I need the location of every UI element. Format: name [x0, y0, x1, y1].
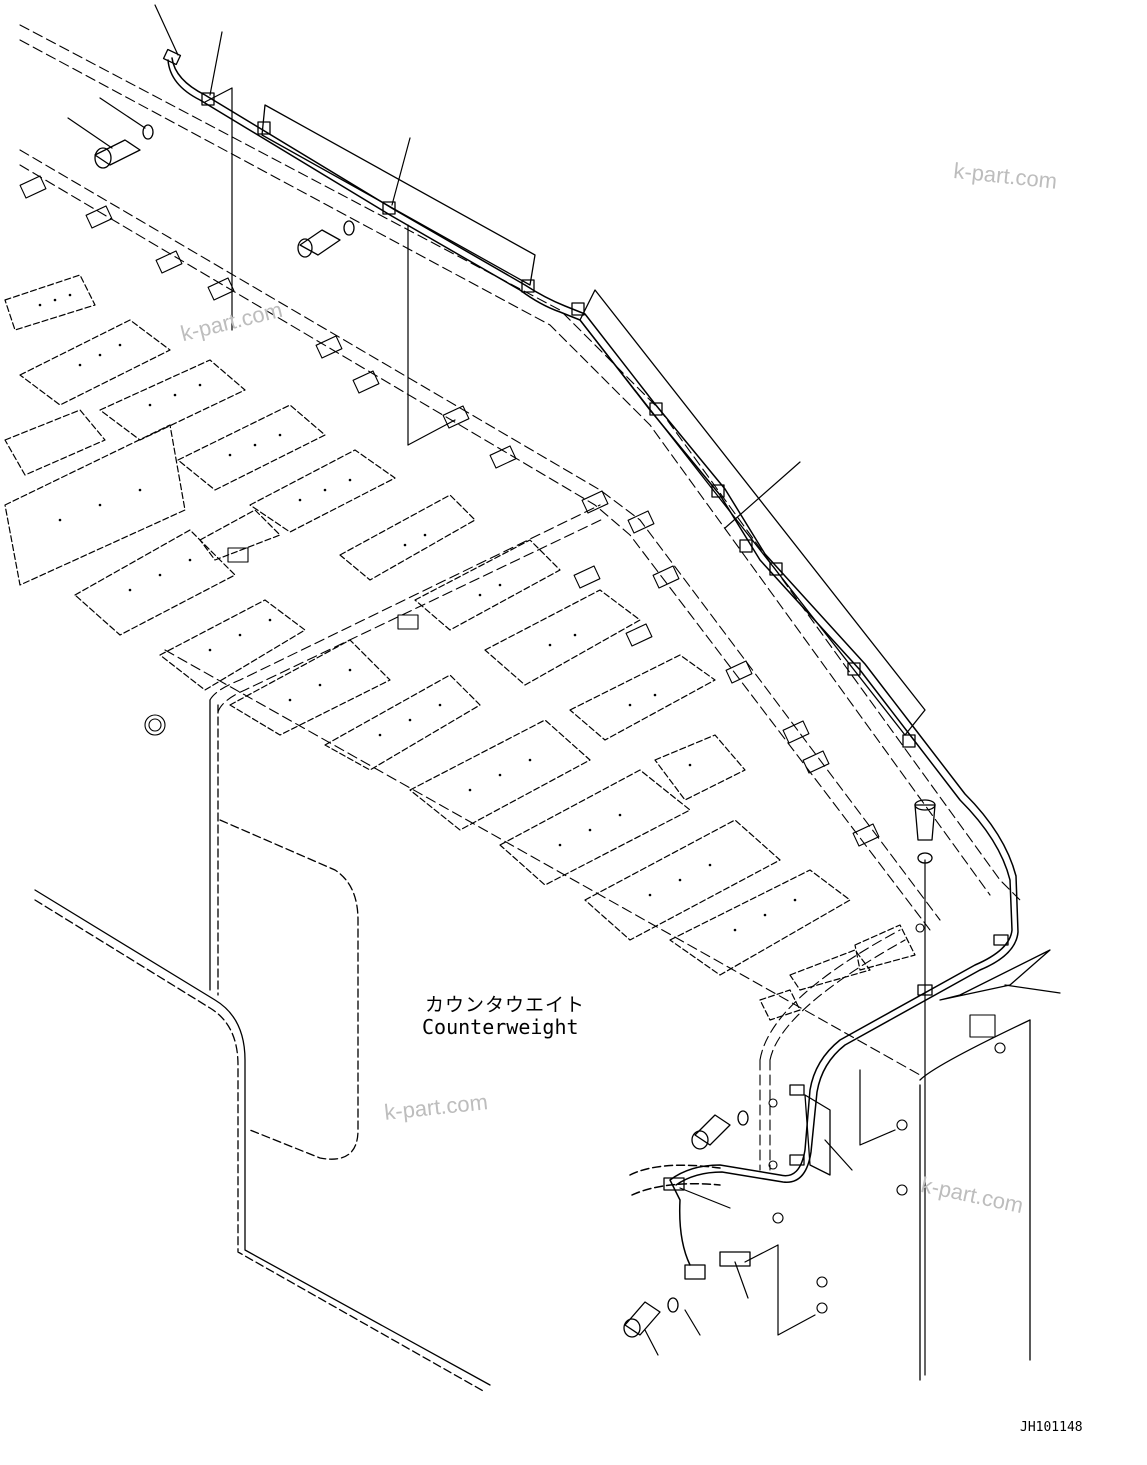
edge-blocks [19, 175, 996, 1038]
bolts-washers [94, 124, 936, 1338]
drawing-code: JH101148 [1020, 1420, 1083, 1435]
nuts [144, 714, 1006, 1314]
harness-covers [261, 104, 1051, 1176]
plate-rivets [38, 293, 797, 932]
leader-lines [67, 4, 1061, 1376]
part-label-japanese: カウンタウエイト [425, 994, 586, 1016]
floor-plates [4, 274, 916, 1021]
part-label-english: Counterweight [422, 1015, 579, 1039]
clips [162, 48, 1009, 1280]
counterweight-outline [34, 699, 1031, 1393]
wiring-harness [167, 57, 1019, 1266]
